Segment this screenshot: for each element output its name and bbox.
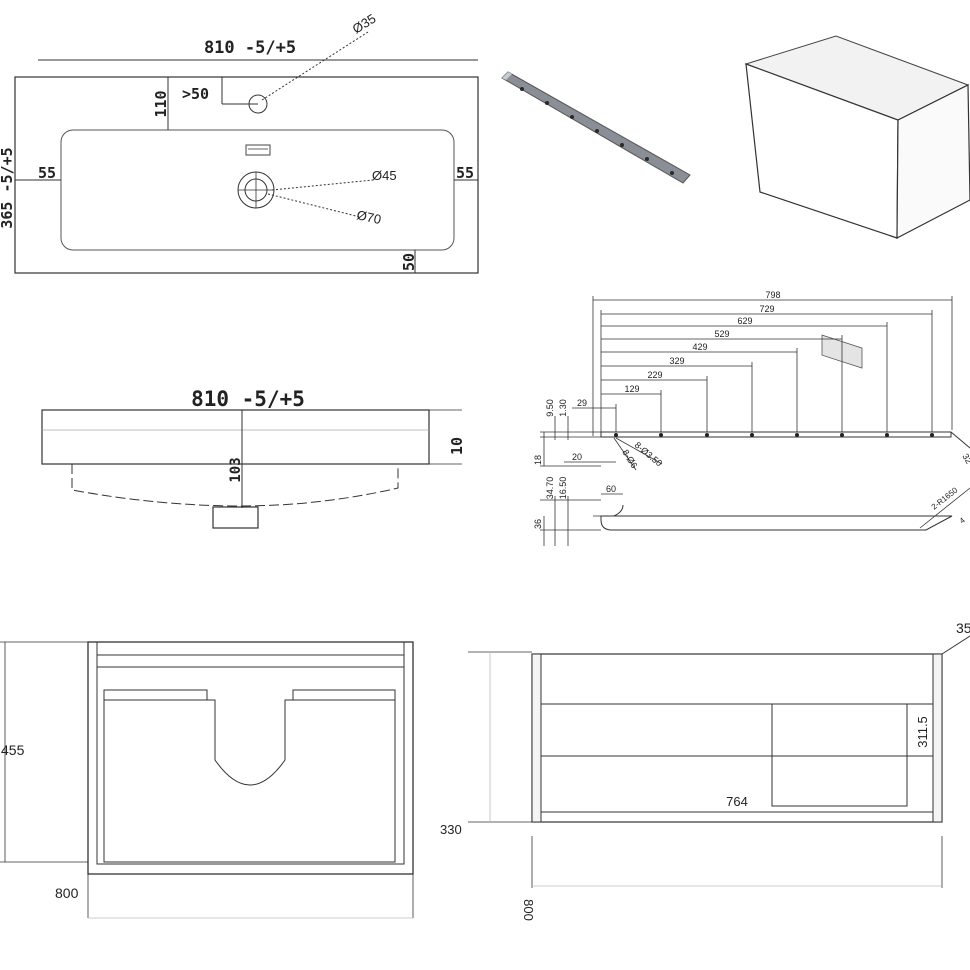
plan-width-label: 800 <box>521 899 536 921</box>
dim-36: 36 <box>533 519 543 529</box>
rail-profile-upper <box>600 431 952 438</box>
dim-529: 529 <box>714 329 729 339</box>
plan-depth-label: 330 <box>440 822 462 837</box>
bowl-outline <box>60 129 455 251</box>
tap-hole-circle <box>248 94 268 114</box>
dim-329: 329 <box>669 356 684 366</box>
tap-offset-label: 110 <box>152 90 170 117</box>
dim-629: 629 <box>737 316 752 326</box>
bowl-profile <box>71 464 399 507</box>
cabinet-front-view: 455 800 <box>0 641 414 919</box>
dim-lower-right: 4 <box>958 515 967 525</box>
dim-20: 20 <box>572 452 582 462</box>
dim-429: 429 <box>692 342 707 352</box>
cab-height-label: 455 <box>1 742 25 758</box>
drain-large-leader <box>267 193 361 218</box>
dim-729: 729 <box>759 304 774 314</box>
dim-130: 1.30 <box>558 399 568 417</box>
plan-corner-label: 35 <box>956 620 970 636</box>
cabinet-plan-view: 330 311.5 764 35 800 <box>440 620 970 921</box>
rail-end <box>502 72 512 80</box>
cab-drawer-cutout <box>103 689 396 863</box>
tap-hole-label: Ø35 <box>350 11 379 37</box>
rail-profile-lower <box>600 515 953 531</box>
radius-label: 2-R1650 <box>930 485 960 511</box>
dim-3470: 34.70 <box>545 477 555 500</box>
cab-width-label: 800 <box>55 885 79 901</box>
rail-upper-end <box>950 431 970 449</box>
side-right-label: 55 <box>456 164 474 182</box>
dim-right-32: 32 <box>960 452 970 466</box>
cab-front-outer <box>87 641 414 875</box>
cabinet-3d-view <box>744 35 970 369</box>
plan-inner-height: 311.5 <box>915 716 930 748</box>
plan-left-panel <box>531 653 542 823</box>
side-left-label: 55 <box>38 164 56 182</box>
drain-outlet <box>212 506 259 529</box>
hole-leader-a <box>613 437 637 471</box>
cabinet-side-face <box>896 84 970 239</box>
dim-950: 9.50 <box>545 399 555 417</box>
hole-leader-b <box>615 437 663 465</box>
dim-18: 18 <box>533 455 543 465</box>
tap-hole-leader <box>261 31 369 101</box>
overflow-slot <box>245 144 271 156</box>
rail-lower-notch <box>601 504 624 517</box>
bottom-margin-label: 50 <box>400 253 418 271</box>
tap-edge-label: >50 <box>182 85 209 103</box>
drain-large-label: Ø70 <box>355 207 382 227</box>
dim-1650: 16.50 <box>558 477 568 500</box>
depth-dim-label: 365 -5/+5 <box>0 147 16 228</box>
dim-798: 798 <box>765 290 780 300</box>
plan-right-panel <box>932 653 943 823</box>
dim-29: 29 <box>577 398 587 408</box>
radius-leader <box>919 487 970 529</box>
dim-60: 60 <box>606 484 616 494</box>
front-height-label: 103 <box>228 457 244 482</box>
basin-front-rect <box>41 409 430 465</box>
rail-3d-view <box>501 71 691 184</box>
plan-corner-leader <box>941 635 970 655</box>
plan-inner-width: 764 <box>726 794 748 809</box>
hole-label-a: 8-Ø6 <box>620 448 639 470</box>
rail-drawing: 798 729 629 529 429 329 229 129 29 <box>533 290 970 546</box>
drain-small-leader <box>271 179 374 191</box>
plan-cutout <box>771 703 908 807</box>
dim-229: 229 <box>647 370 662 380</box>
basin-top-view: 810 -5/+5 110 >50 Ø35 Ø45 Ø70 55 55 365 … <box>0 11 479 274</box>
thickness-label: 10 <box>448 437 466 455</box>
rail-body <box>501 71 691 184</box>
countertop-outline <box>14 76 479 274</box>
basin-front-view: 810 -5/+5 103 10 <box>41 387 466 529</box>
width-dim-label: 810 -5/+5 <box>204 38 296 58</box>
cab-front-inner <box>96 641 405 865</box>
drain-small-label: Ø45 <box>372 168 397 183</box>
front-width-label: 810 -5/+5 <box>191 387 305 411</box>
dim-129: 129 <box>624 384 639 394</box>
